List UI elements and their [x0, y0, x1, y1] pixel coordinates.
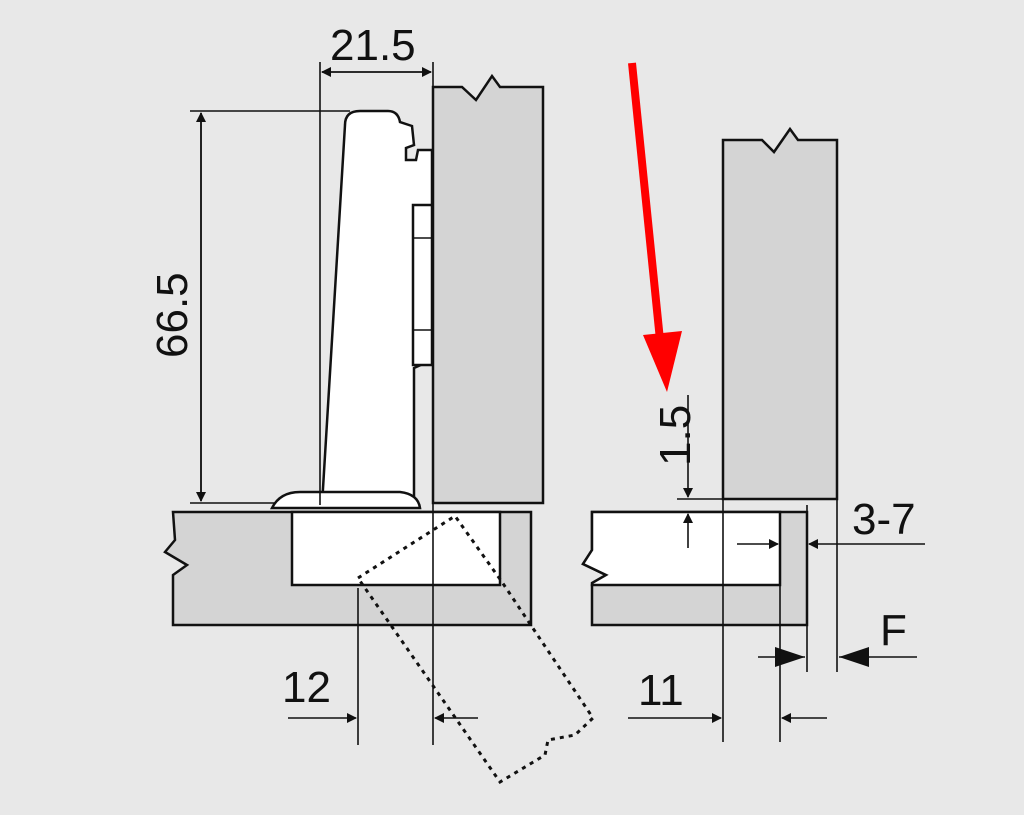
- open-door-outline: [355, 513, 595, 785]
- hinge-base: [269, 490, 422, 510]
- dim-label-3-7: 3-7: [852, 495, 916, 544]
- right-side-panel: [721, 126, 839, 501]
- right-door-inner: [581, 510, 782, 587]
- red-arrow-shaft: [628, 62, 664, 341]
- dim-label-1-5: 1.5: [651, 405, 700, 466]
- dim-label-12: 12: [282, 663, 331, 712]
- dim-label-11: 11: [638, 666, 684, 715]
- dim-label-66-5: 66.5: [148, 272, 197, 358]
- dim-label-f: F: [880, 606, 907, 655]
- red-arrow-head: [643, 331, 682, 392]
- dim-label-21-5: 21.5: [330, 21, 416, 70]
- hinge-cup: [290, 510, 502, 587]
- left-side-panel: [431, 73, 545, 505]
- hinge-arm: [320, 109, 434, 507]
- mounting-plate: [411, 203, 434, 367]
